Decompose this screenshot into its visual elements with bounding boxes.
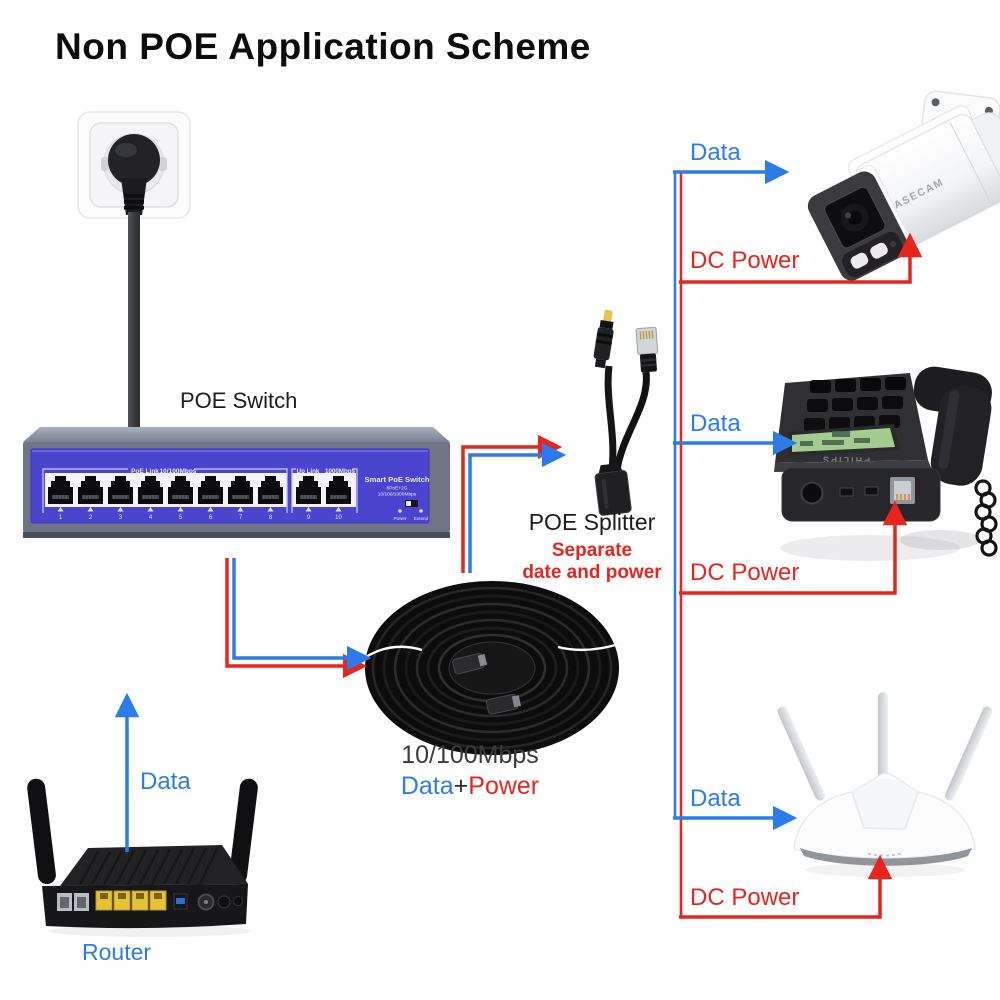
cable-plus-part: + <box>453 772 469 800</box>
camera-body: ASECAM <box>807 105 1000 281</box>
power-led <box>398 509 402 513</box>
camera-power-label: DC Power <box>690 247 800 274</box>
power-line-camera <box>679 232 923 284</box>
phone-rj45-port <box>890 477 915 504</box>
splitter-lan-cable <box>613 371 650 471</box>
port-number: 1 <box>59 515 63 521</box>
switch-model: 8PoE+2G <box>387 486 408 492</box>
port-number: 9 <box>307 515 311 521</box>
poe-splitter <box>593 309 659 516</box>
poe-link-label: PoE Link <box>131 468 159 475</box>
connections <box>114 159 923 919</box>
dc-jack <box>217 895 231 909</box>
splitter-note-line2: date and power <box>522 562 662 583</box>
cable-connector-2 <box>486 693 521 715</box>
power-line-cable-to-splitter <box>461 434 563 573</box>
dc-plug <box>593 309 614 369</box>
splitter-note-line1: Separate <box>551 540 633 561</box>
port-number: 10 <box>335 515 342 521</box>
poe-speed-label: 10/100Mbps <box>160 468 197 475</box>
router <box>27 778 258 937</box>
port-number: 5 <box>179 515 183 521</box>
power-cable <box>128 212 140 436</box>
router-antenna-left <box>27 778 56 885</box>
poe-switch: PoE Link 10/100Mbps Up Link 1000Mbps Sma… <box>23 427 450 538</box>
cable-data-power-label: Data+Power <box>370 774 570 799</box>
port-number: 2 <box>89 515 93 521</box>
power-plug <box>108 134 160 215</box>
port-number: 8 <box>269 515 273 521</box>
led-power-label: Power <box>393 516 406 521</box>
rj45-connector <box>635 326 659 373</box>
ip-phone: PHILIPS <box>774 366 998 561</box>
port-number: 6 <box>209 515 213 521</box>
wifi-power-label: DC Power <box>690 884 800 911</box>
wifi-data-label: Data <box>690 785 741 812</box>
switch-name: Smart PoE Switch <box>365 475 430 484</box>
cable-power-part: Power <box>468 772 540 800</box>
cable-speed-label: 10/100Mbps <box>401 741 539 769</box>
camera-data-label: Data <box>690 139 741 166</box>
power-button <box>233 896 243 906</box>
uplink-label: Up Link <box>297 468 320 475</box>
cable-data-part: Data <box>400 772 454 800</box>
handset-cord <box>974 479 998 557</box>
ethernet-cable-coil <box>365 581 620 755</box>
splitter-box <box>594 463 632 516</box>
power-line-wifi-router <box>679 854 893 919</box>
led-extend-label: Extend <box>414 516 429 521</box>
extend-led <box>419 509 423 513</box>
phone-handset <box>913 366 992 486</box>
router-antenna-right <box>229 778 258 885</box>
phone-data-label: Data <box>690 410 741 437</box>
wifi-router <box>777 692 993 877</box>
wifi-antennas <box>777 692 993 801</box>
port-number: 7 <box>239 515 243 521</box>
power-line-switch-to-cable <box>225 558 368 679</box>
router-data-label: Data <box>140 768 191 795</box>
data-line-switch-to-cable <box>232 558 372 671</box>
cable-connector-1 <box>452 652 488 675</box>
splitter-dc-cable <box>604 365 617 471</box>
router-ports <box>57 890 243 911</box>
page-title: Non POE Application Scheme <box>55 26 591 67</box>
phone-brand: PHILIPS <box>821 455 870 466</box>
phone-power-label: DC Power <box>690 559 800 586</box>
router-label: Router <box>82 939 152 965</box>
power-line-phone <box>679 500 908 595</box>
switch-speeds: 10/100/1000Mbps <box>378 492 417 498</box>
port-number: 4 <box>149 515 153 521</box>
poe-splitter-label: POE Splitter <box>528 509 656 535</box>
data-line-cable-to-splitter <box>468 442 567 573</box>
ip-camera: ASECAM <box>807 90 1000 281</box>
wifi-base <box>800 848 972 866</box>
port-number: 3 <box>119 515 123 521</box>
phone-keypad <box>804 377 906 431</box>
uplink-speed-label: 1000Mbps <box>325 468 355 475</box>
poe-switch-label: POE Switch <box>180 388 298 413</box>
cable-tie-right <box>557 642 620 652</box>
